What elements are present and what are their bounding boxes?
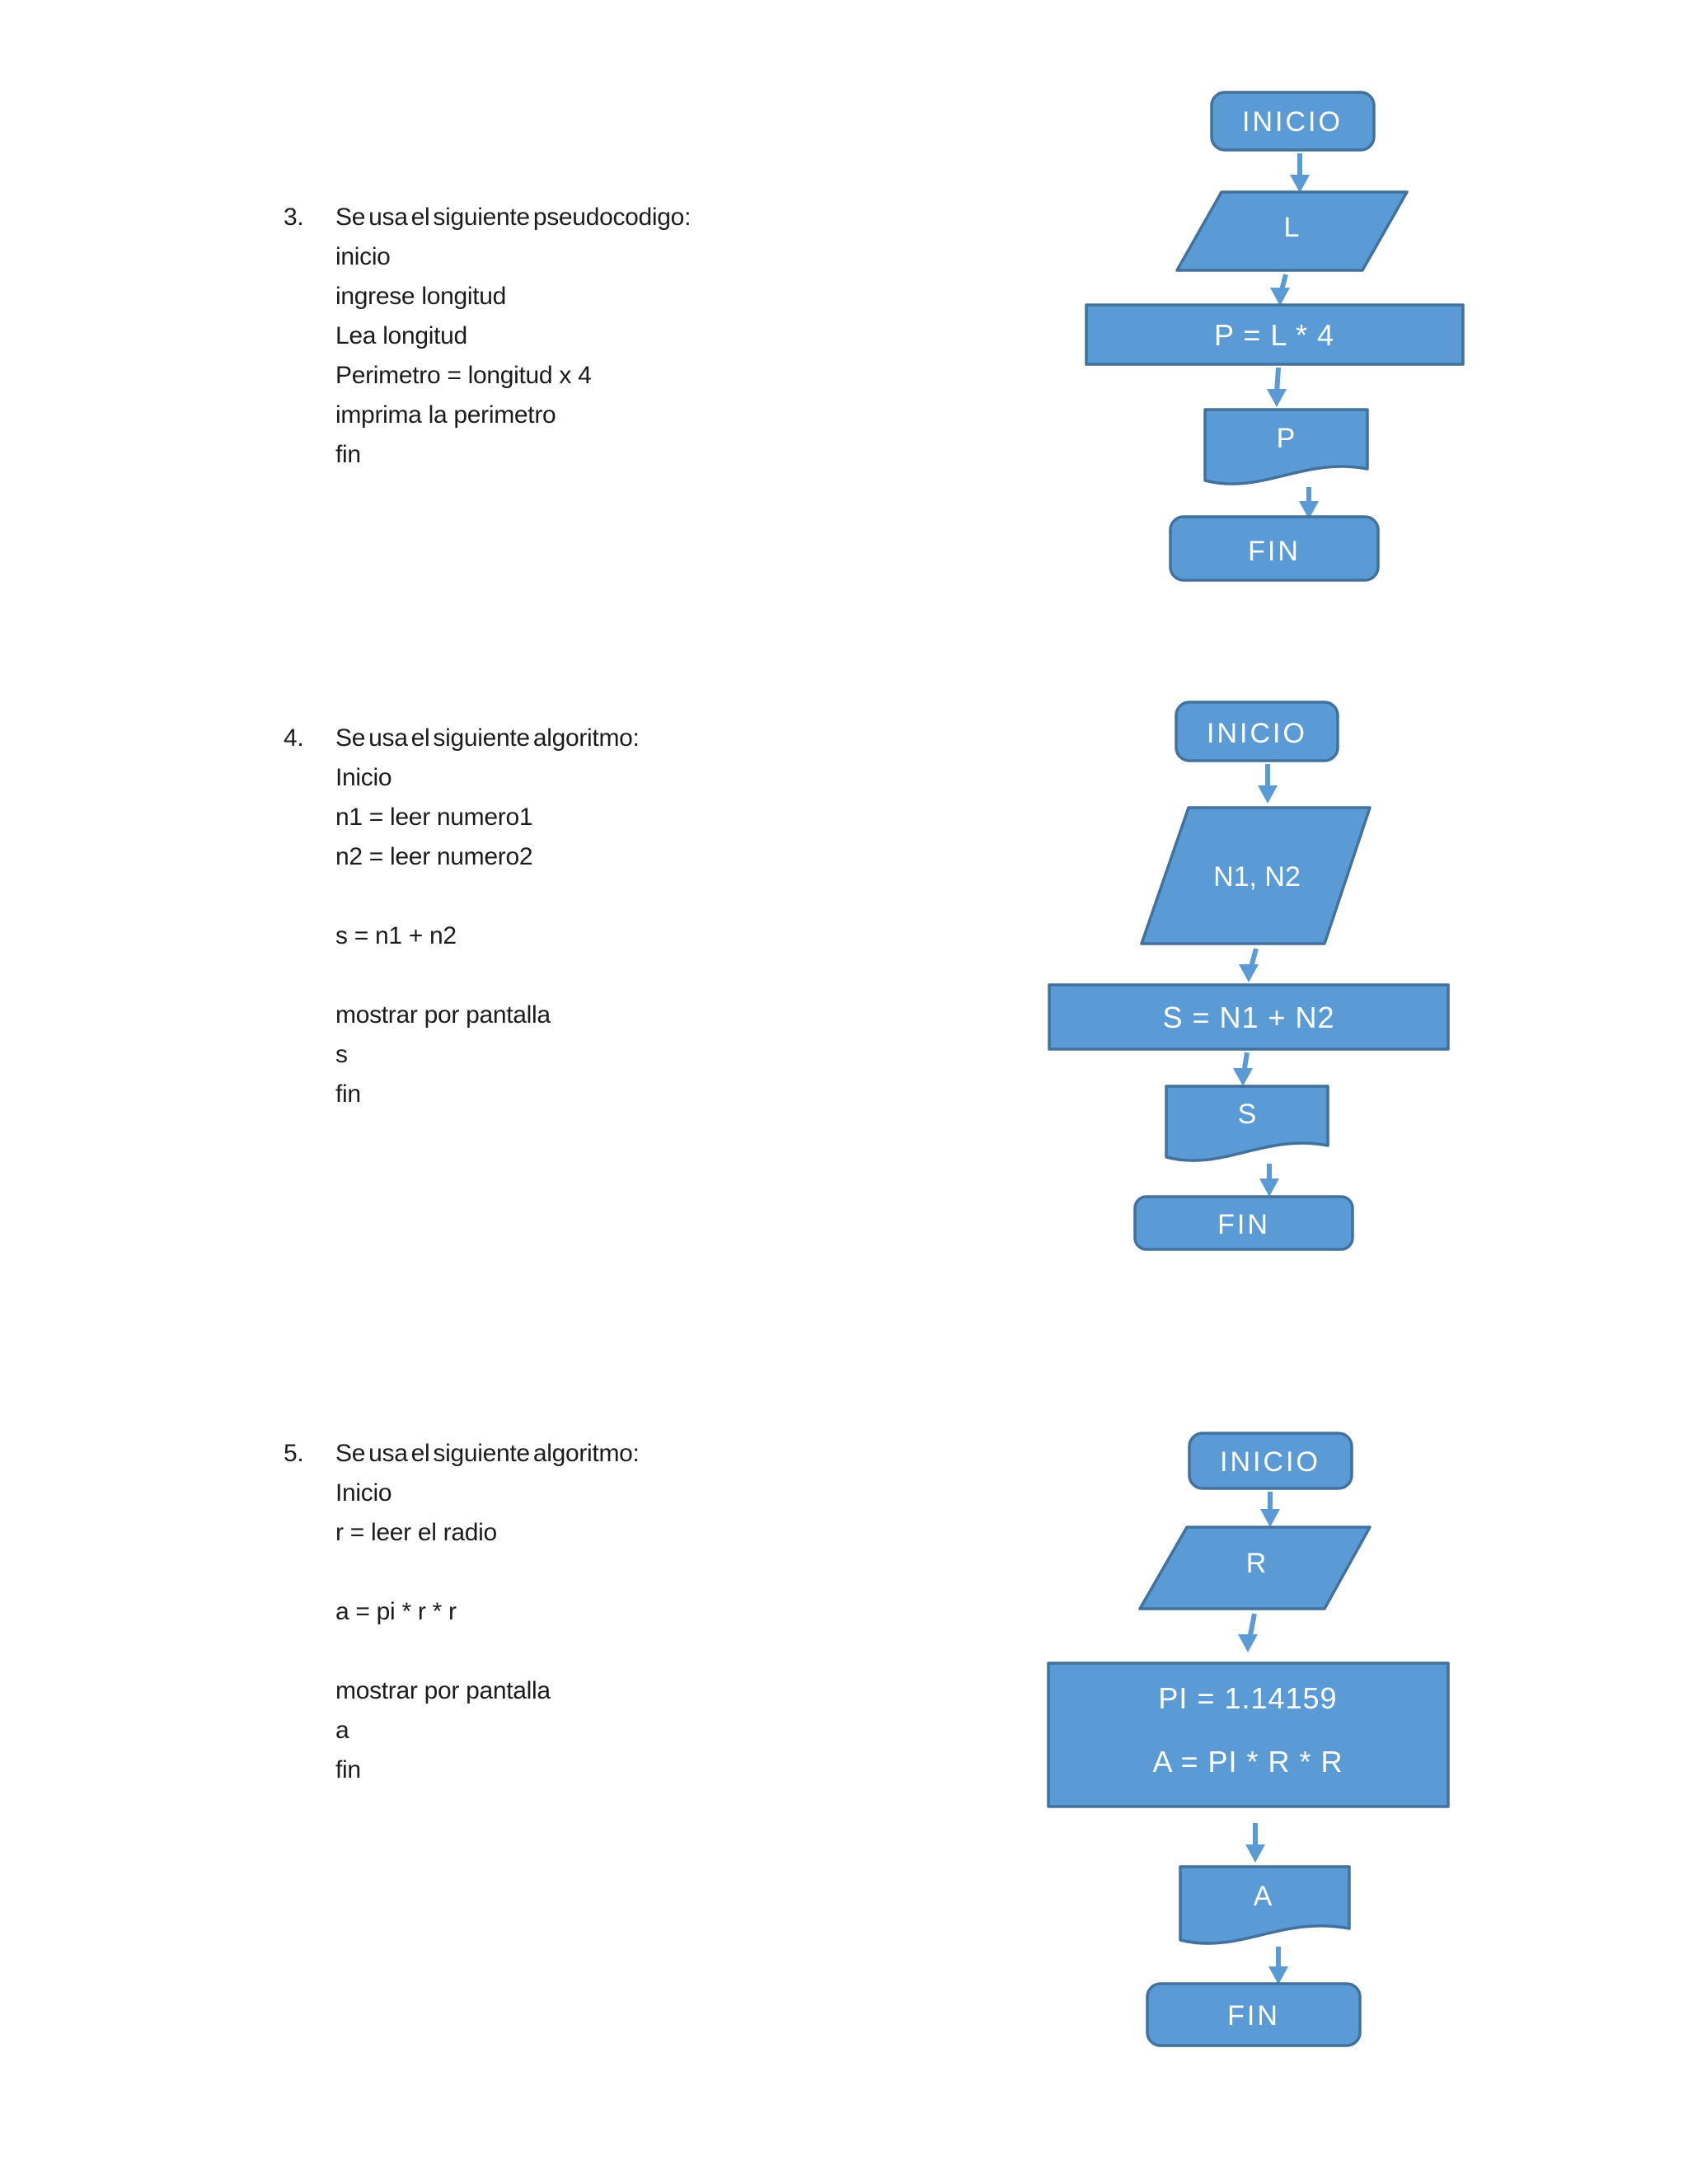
end-terminator: [1133, 1195, 1354, 1251]
output-label: P: [1277, 423, 1296, 454]
pseudocode-line: mostrar por pantalla: [335, 1001, 551, 1029]
input-parallelogram: [1175, 190, 1409, 272]
flow-arrow-head: [1260, 1509, 1280, 1527]
process-label: P = L * 4: [1214, 318, 1334, 352]
pseudocode-line: Perimetro = longitud x 4: [335, 362, 592, 389]
end-terminator-label: FIN: [1248, 536, 1301, 567]
pseudocode-line: ingrese longitud: [335, 283, 507, 310]
pseudocode-line: r = leer el radio: [335, 1519, 497, 1546]
process-rectangle: [1085, 303, 1465, 366]
pseudocode-line: [284, 956, 910, 996]
pseudocode-line: imprima la perimetro: [335, 401, 556, 429]
output-label: A: [1254, 1881, 1273, 1912]
flow-arrow-head: [1268, 1966, 1288, 1985]
start-terminator: [1210, 91, 1376, 152]
start-terminator-label: INICIO: [1242, 106, 1343, 138]
start-terminator: [1188, 1432, 1353, 1490]
pseudocode-line: inicio: [335, 243, 391, 270]
pseudocode-line: [284, 1632, 910, 1671]
exercise-3-heading: 3. Se usa el siguiente pseudocodigo:: [284, 198, 910, 237]
flow-arrow-head: [1299, 501, 1319, 519]
flow-arrow-head: [1290, 175, 1310, 193]
pseudocode-line: s: [335, 1041, 348, 1068]
pseudocode-line: Inicio: [335, 764, 392, 791]
exercise-3-text: 3. Se usa el siguiente pseudocodigo: ini…: [284, 198, 910, 475]
flow-arrow-head: [1238, 1634, 1258, 1652]
pseudocode-line: [284, 877, 910, 916]
process-rectangle: [1048, 983, 1450, 1051]
end-terminator-label: FIN: [1227, 2000, 1280, 2032]
exercise-title: Se usa el siguiente algoritmo:: [335, 724, 640, 752]
pseudocode-line: n1 = leer numero1: [335, 804, 533, 831]
output-document: [1203, 408, 1369, 485]
flow-arrow-head: [1259, 1179, 1279, 1197]
end-terminator: [1169, 515, 1380, 582]
pseudocode-line: mostrar por pantalla: [335, 1677, 551, 1704]
start-terminator-label: INICIO: [1220, 1446, 1320, 1478]
pseudocode-line: fin: [335, 1756, 361, 1783]
pseudocode-line: Lea longitud: [335, 322, 467, 349]
input-label: L: [1284, 212, 1300, 243]
pseudocode-line: n2 = leer numero2: [335, 843, 533, 870]
pseudocode-line: fin: [335, 1080, 361, 1108]
flow-arrow-head: [1258, 785, 1278, 804]
exercise-number: 5.: [284, 1440, 304, 1467]
flow-arrow-head: [1233, 1068, 1253, 1086]
pseudocode-line: Inicio: [335, 1479, 392, 1507]
exercise-number: 4.: [284, 724, 304, 752]
output-document: [1165, 1085, 1329, 1162]
pseudocode-line: a: [335, 1717, 349, 1744]
process-label: S = N1 + N2: [1162, 1001, 1334, 1034]
flow-arrow-head: [1270, 288, 1290, 306]
start-terminator: [1175, 701, 1339, 762]
flow-arrow-head: [1245, 1844, 1265, 1863]
exercise-4-text: 4. Se usa el siguiente algoritmo: Inicio…: [284, 719, 910, 1114]
input-parallelogram: [1140, 806, 1372, 945]
flowchart-exercise-5: INICIO R PI = 1.14159 A = PI * R * R A F…: [1047, 1432, 1450, 2047]
exercise-title: Se usa el siguiente algoritmo:: [335, 1440, 640, 1467]
flow-arrow-head: [1239, 964, 1259, 982]
exercise-number: 3.: [284, 204, 304, 231]
output-label: S: [1238, 1099, 1257, 1130]
input-label: R: [1246, 1548, 1267, 1579]
pseudocode-line: s = n1 + n2: [335, 922, 457, 949]
process-rectangle: [1047, 1661, 1450, 1808]
exercise-title: Se usa el siguiente pseudocodigo:: [335, 204, 692, 231]
input-parallelogram: [1138, 1526, 1372, 1610]
pseudocode-line: a = pi * r * r: [335, 1598, 457, 1625]
exercise-5-heading: 5. Se usa el siguiente algoritmo:: [284, 1434, 910, 1474]
flow-arrow-head: [1267, 389, 1287, 407]
input-label: N1, N2: [1213, 861, 1301, 893]
exercise-5-text: 5. Se usa el siguiente algoritmo: Inicio…: [284, 1434, 910, 1790]
process-label-line-2: A = PI * R * R: [1152, 1745, 1343, 1779]
end-terminator-label: FIN: [1217, 1209, 1270, 1240]
flowchart-exercise-4: INICIO N1, N2 S = N1 + N2 S FIN: [1048, 701, 1450, 1251]
exercise-4-heading: 4. Se usa el siguiente algoritmo:: [284, 719, 910, 758]
end-terminator: [1146, 1982, 1362, 2047]
pseudocode-line: [284, 1553, 910, 1592]
pseudocode-line: fin: [335, 441, 361, 468]
flowchart-exercise-3: INICIO L P = L * 4 P FIN: [1085, 91, 1465, 582]
process-label-line-1: PI = 1.14159: [1158, 1681, 1337, 1715]
output-document: [1179, 1865, 1351, 1945]
start-terminator-label: INICIO: [1207, 718, 1307, 749]
